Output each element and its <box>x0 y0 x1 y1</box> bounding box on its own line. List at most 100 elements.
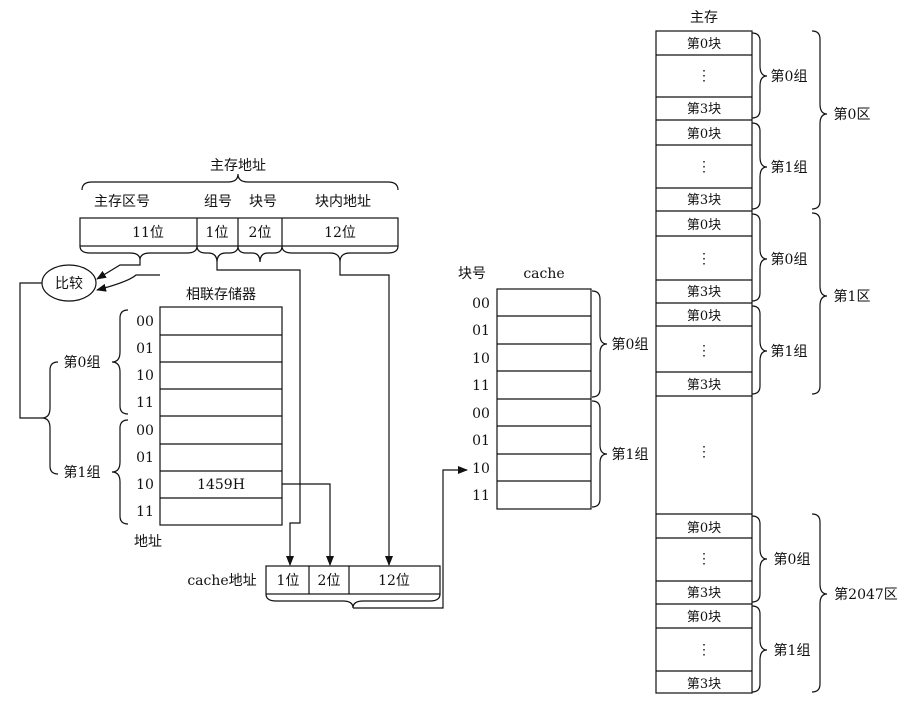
cache-block-number: 01 <box>472 433 490 449</box>
cache-block-number: 11 <box>472 488 490 504</box>
mm-group-brace <box>751 213 768 302</box>
block-field-brace <box>237 245 283 263</box>
main-field-block-width: 2位 <box>249 225 272 241</box>
assoc-address-row: 11 <box>136 504 154 520</box>
cache-group0-brace <box>591 290 608 398</box>
main-field-offset-width: 12位 <box>324 225 356 241</box>
assoc-entry-value: 1459H <box>197 477 245 493</box>
main-address-title: 主存地址 <box>210 158 266 174</box>
compare-label: 比较 <box>55 276 83 292</box>
assoc-address-row: 01 <box>136 341 154 357</box>
mm-group-label: 第1组 <box>774 642 811 659</box>
offset-field-brace <box>281 245 399 263</box>
cache-block-number: 00 <box>472 296 490 312</box>
cache-title: cache <box>523 266 564 282</box>
field-label-block: 块号 <box>249 194 277 210</box>
assoc-group-label: 第1组 <box>64 464 101 481</box>
assoc-address-row: 00 <box>136 423 154 439</box>
mm-block-last: 第3块 <box>687 193 721 208</box>
assoc-address-row: 00 <box>136 314 154 330</box>
cache-field-group-width: 1位 <box>277 573 300 589</box>
assoc-groups-outer-brace <box>41 361 59 475</box>
mm-group-brace <box>751 122 768 210</box>
main-memory-title: 主存 <box>690 10 718 26</box>
mm-group-label: 第0组 <box>774 551 811 568</box>
mm-block-first: 第0块 <box>687 309 721 324</box>
cache-address-to-cache-arrow <box>353 466 468 609</box>
assoc-address-row: 10 <box>136 368 154 384</box>
compare-feedback-line <box>19 282 42 419</box>
main-address-register <box>79 217 399 247</box>
mm-block-last: 第3块 <box>687 586 721 601</box>
cache-group-label: 第1组 <box>612 446 649 463</box>
group-field-brace <box>196 245 239 263</box>
assoc-address-row: 10 <box>136 477 154 493</box>
mm-group-brace <box>751 305 768 395</box>
mm-zone-brace <box>811 30 828 210</box>
mm-zone-brace <box>811 212 828 395</box>
main-field-zone-width: 11位 <box>132 225 164 241</box>
mm-block-first: 第0块 <box>687 37 721 52</box>
entry-to-cache-arrow <box>282 483 334 566</box>
mm-group-brace <box>751 515 768 603</box>
mm-group-brace <box>751 32 768 119</box>
field-label-group: 组号 <box>204 194 232 210</box>
mm-block-first: 第0块 <box>687 218 721 233</box>
mm-block-first: 第0块 <box>687 521 721 536</box>
mm-zone-label: 第1区 <box>834 288 871 305</box>
cache-table <box>496 288 592 510</box>
cache-group1-brace <box>591 400 608 508</box>
mm-block-first: 第0块 <box>687 127 721 142</box>
offset-to-cache-arrow <box>339 262 393 566</box>
mm-group-label: 第1组 <box>771 159 808 176</box>
cache-block-header: 块号 <box>458 266 486 282</box>
group-to-cache-arrow <box>216 262 301 566</box>
mm-block-last: 第3块 <box>687 378 721 393</box>
mm-ellipsis: ⋮ <box>697 642 711 658</box>
mm-ellipsis: ⋮ <box>697 159 711 175</box>
zone-to-compare-arrow <box>96 260 141 280</box>
mm-ellipsis: ⋮ <box>697 551 711 567</box>
cache-field-offset-width: 12位 <box>378 573 410 589</box>
mm-group-label: 第0组 <box>771 68 808 85</box>
cache-address-register <box>265 565 441 595</box>
assoc-group0-brace <box>111 309 129 415</box>
main-field-group-width: 1位 <box>206 225 229 241</box>
cache-block-number: 10 <box>472 351 490 367</box>
assoc-group-label: 第0组 <box>64 354 101 371</box>
mm-ellipsis: ⋮ <box>697 251 711 267</box>
cache-block-number: 10 <box>472 461 490 477</box>
mm-ellipsis: ⋮ <box>697 343 711 359</box>
cache-address-brace <box>265 593 441 609</box>
cache-block-number: 01 <box>472 323 490 339</box>
assoc-address-row: 11 <box>136 395 154 411</box>
mm-ellipsis: ⋮ <box>697 68 711 84</box>
assoc-to-compare-arrow <box>96 274 160 292</box>
assoc-memory-table <box>159 306 283 526</box>
mm-group-label: 第0组 <box>771 251 808 268</box>
mm-ellipsis: ⋮ <box>697 444 711 460</box>
mm-zone-label: 第2047区 <box>834 586 898 603</box>
field-label-zone: 主存区号 <box>94 194 150 210</box>
mm-block-last: 第3块 <box>687 677 721 692</box>
mm-block-last: 第3块 <box>687 102 721 117</box>
assoc-address-row: 01 <box>136 450 154 466</box>
mm-group-label: 第1组 <box>771 343 808 360</box>
zone-field-brace <box>79 245 198 261</box>
mm-block-first: 第0块 <box>687 610 721 625</box>
mm-block-last: 第3块 <box>687 285 721 300</box>
cache-field-block-width: 2位 <box>318 573 341 589</box>
field-label-offset: 块内地址 <box>315 194 371 210</box>
assoc-group1-brace <box>111 419 129 525</box>
cache-address-label: cache地址 <box>187 573 256 589</box>
mm-zone-label: 第0区 <box>834 106 871 123</box>
assoc-memory-title: 相联存储器 <box>186 287 256 303</box>
mm-group-brace <box>751 605 768 693</box>
cache-block-number: 11 <box>472 378 490 394</box>
main-address-brace <box>81 173 399 191</box>
cache-block-number: 00 <box>472 406 490 422</box>
main-memory-column <box>655 30 753 694</box>
assoc-address-label: 地址 <box>134 534 162 550</box>
